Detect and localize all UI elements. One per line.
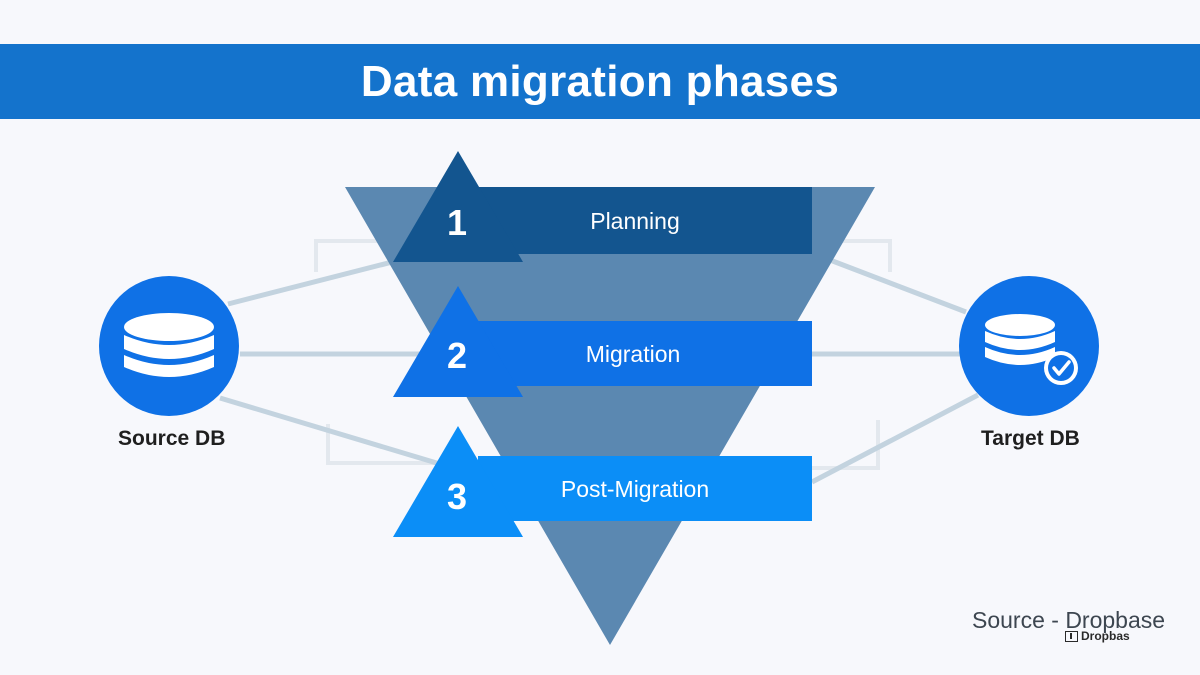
connector-target-1 [829, 257, 967, 315]
source-db-label: Source DB [118, 427, 226, 450]
database-check-icon [985, 314, 1078, 385]
phase-2-arrowhead [393, 286, 523, 397]
phase-2-number: 2 [447, 335, 467, 376]
phase-3-label: Post-Migration [561, 476, 709, 502]
source-credit: Source - Dropbase [972, 607, 1166, 633]
phase-3-number: 3 [447, 476, 467, 517]
database-icon [124, 313, 214, 377]
source-db [99, 276, 239, 416]
frame-left-bottom [326, 424, 440, 465]
connector-source-3 [219, 395, 441, 467]
connector-target-3 [810, 392, 980, 485]
dropbase-logo-icon [1065, 630, 1078, 642]
phase-1-bar [478, 187, 812, 254]
phase-3-bar [478, 456, 812, 521]
phase-2-label: Migration [586, 341, 681, 367]
phase-1-number: 1 [447, 202, 467, 243]
phase-2-bar [478, 321, 812, 386]
brand-logo: Dropbas [1065, 629, 1130, 643]
target-db [959, 276, 1099, 416]
frame-right-bottom [812, 420, 880, 470]
phase-migration: 2 Migration [393, 286, 812, 397]
phase-1-label: Planning [590, 208, 680, 234]
title-bar: Data migration phases [0, 44, 1200, 119]
page-title: Data migration phases [360, 56, 840, 106]
phase-3-arrowhead [393, 426, 523, 537]
connectors [219, 257, 980, 485]
phase-post-migration: 3 Post-Migration [393, 426, 812, 537]
funnel-shape [345, 187, 875, 645]
phase-planning: 1 Planning [393, 151, 812, 262]
brand-name: Dropbas [1081, 629, 1130, 643]
phase-1-arrowhead [393, 151, 523, 262]
connector-source-1 [227, 257, 401, 307]
target-db-label: Target DB [981, 427, 1080, 450]
